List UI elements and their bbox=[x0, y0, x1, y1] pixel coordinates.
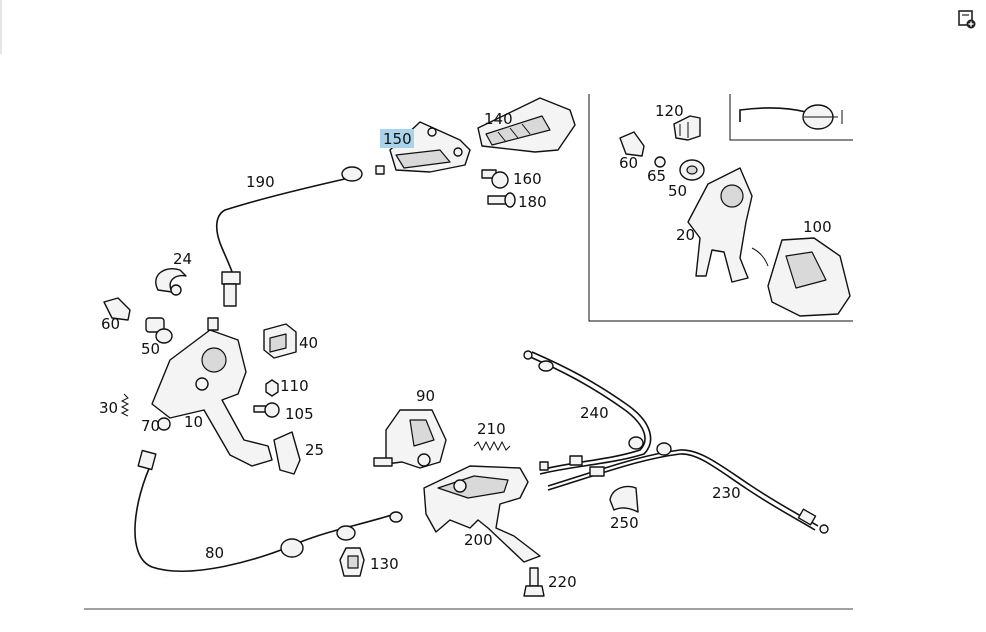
callout-240[interactable]: 240 bbox=[580, 404, 609, 422]
callout-160[interactable]: 160 bbox=[513, 170, 542, 188]
part-65-washer[interactable] bbox=[654, 156, 666, 168]
part-200-shifter-housing[interactable] bbox=[423, 465, 541, 563]
add-to-list-icon[interactable] bbox=[956, 8, 978, 30]
callout-50-inset[interactable]: 50 bbox=[668, 182, 687, 200]
callout-90[interactable]: 90 bbox=[416, 387, 435, 405]
part-70-clip[interactable] bbox=[157, 417, 171, 431]
left-edge-divider bbox=[0, 0, 2, 54]
part-160-bolt[interactable] bbox=[481, 169, 509, 189]
cable-80[interactable] bbox=[129, 449, 403, 578]
callout-10[interactable]: 10 bbox=[184, 413, 203, 431]
callout-140[interactable]: 140 bbox=[484, 110, 513, 128]
part-50-sleeve-left[interactable] bbox=[145, 317, 173, 344]
callout-150-highlight bbox=[380, 129, 414, 148]
part-25-pedal-pad[interactable] bbox=[273, 431, 301, 475]
part-220-bolt[interactable] bbox=[523, 567, 545, 597]
part-130-holder[interactable] bbox=[339, 547, 365, 577]
part-10-pedal-assembly[interactable] bbox=[151, 317, 273, 467]
cable-230[interactable] bbox=[547, 442, 829, 534]
callout-40[interactable]: 40 bbox=[299, 334, 318, 352]
inset-frame bbox=[588, 94, 853, 322]
cable-240[interactable] bbox=[523, 350, 652, 475]
callout-25[interactable]: 25 bbox=[305, 441, 324, 459]
part-140-bracket[interactable] bbox=[477, 97, 576, 153]
part-24-clip[interactable] bbox=[155, 268, 187, 296]
part-40-block[interactable] bbox=[263, 323, 297, 359]
part-20-pedal-assembly[interactable] bbox=[687, 167, 753, 283]
callout-250[interactable]: 250 bbox=[610, 514, 639, 532]
part-50-sleeve-inset[interactable] bbox=[679, 159, 705, 181]
part-100-housing[interactable] bbox=[767, 237, 851, 317]
part-105-bolt[interactable] bbox=[253, 402, 280, 418]
callout-150[interactable]: 150 bbox=[383, 130, 412, 148]
callout-130[interactable]: 130 bbox=[370, 555, 399, 573]
part-120-switch[interactable] bbox=[673, 115, 701, 141]
callout-30[interactable]: 30 bbox=[99, 399, 118, 417]
part-30-spring[interactable] bbox=[120, 393, 130, 417]
part-60-clip-left[interactable] bbox=[103, 297, 131, 321]
inset-cable-detail bbox=[739, 104, 843, 130]
part-250-clip[interactable] bbox=[609, 485, 639, 513]
callout-180[interactable]: 180 bbox=[518, 193, 547, 211]
callout-210[interactable]: 210 bbox=[477, 420, 506, 438]
inset-arrow bbox=[751, 247, 769, 267]
callout-65[interactable]: 65 bbox=[647, 167, 666, 185]
part-180-screw[interactable] bbox=[487, 192, 516, 208]
cable-190[interactable] bbox=[210, 165, 385, 307]
callout-230[interactable]: 230 bbox=[712, 484, 741, 502]
callout-80[interactable]: 80 bbox=[205, 544, 224, 562]
callout-200[interactable]: 200 bbox=[464, 531, 493, 549]
part-60-clip-inset[interactable] bbox=[619, 131, 645, 157]
part-110-nut[interactable] bbox=[265, 379, 279, 397]
callout-220[interactable]: 220 bbox=[548, 573, 577, 591]
callout-20[interactable]: 20 bbox=[676, 226, 695, 244]
callout-60-inset[interactable]: 60 bbox=[619, 154, 638, 172]
callout-70[interactable]: 70 bbox=[141, 417, 160, 435]
callout-60-left[interactable]: 60 bbox=[101, 315, 120, 333]
callout-110[interactable]: 110 bbox=[280, 377, 309, 395]
part-90-bracket[interactable] bbox=[373, 409, 447, 469]
callout-100[interactable]: 100 bbox=[803, 218, 832, 236]
callout-120[interactable]: 120 bbox=[655, 102, 684, 120]
callout-190[interactable]: 190 bbox=[246, 173, 275, 191]
callout-50-left[interactable]: 50 bbox=[141, 340, 160, 358]
callout-105[interactable]: 105 bbox=[285, 405, 314, 423]
part-210-spring[interactable] bbox=[473, 440, 511, 452]
callout-24[interactable]: 24 bbox=[173, 250, 192, 268]
